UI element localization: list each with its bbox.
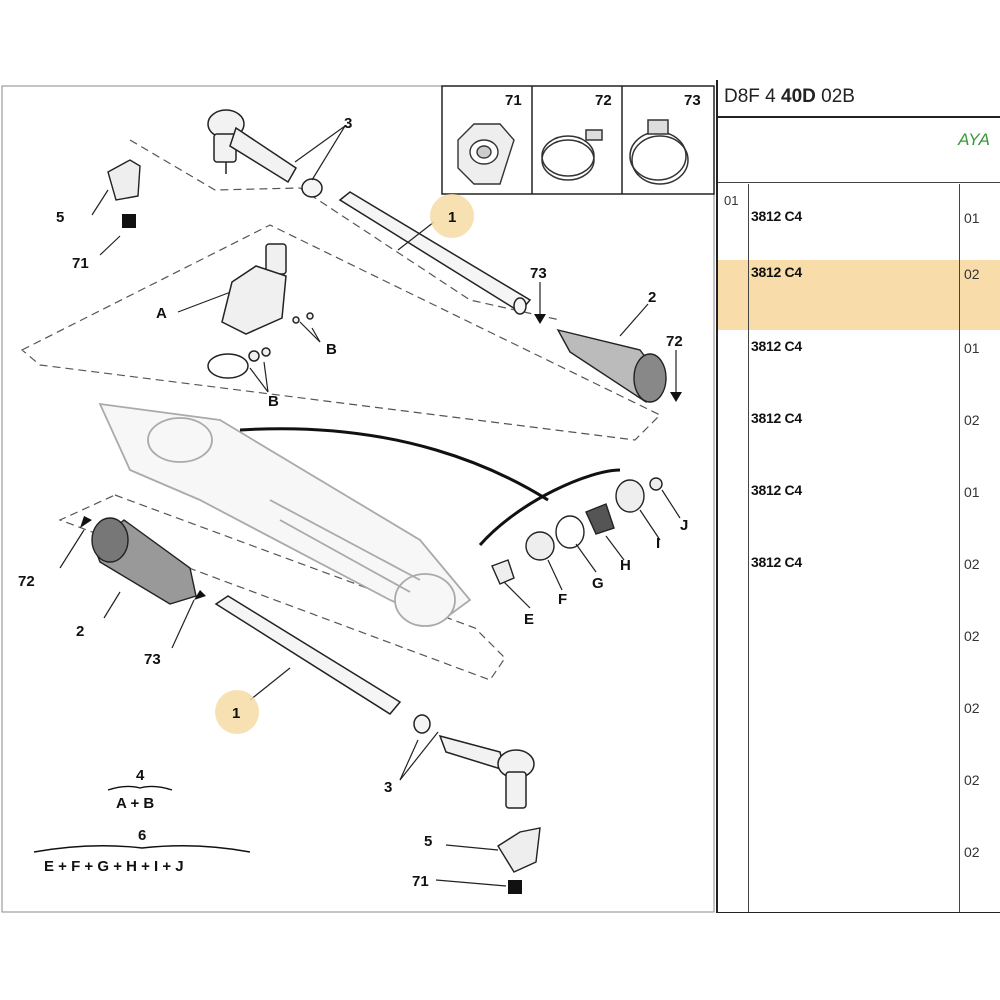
part-quantity: 02 (964, 412, 980, 428)
rack-yoke-parts (491, 477, 663, 585)
formula-6-number: 6 (138, 827, 146, 844)
diagram-code: D8F 4 40D 02B (724, 86, 855, 108)
arrowheads (80, 314, 682, 600)
part-quantity: 02 (964, 556, 980, 572)
table-row-selected[interactable]: 3812 C4 02 (718, 260, 1000, 330)
upper-inner-tie-rod (301, 178, 532, 315)
part-reference: 3812 C4 (751, 208, 802, 224)
part-quantity: 01 (964, 340, 980, 356)
steering-rack-housing (98, 402, 472, 627)
callout-B-upper: B (326, 341, 337, 358)
diagram-code-suffix: 02B (815, 86, 855, 107)
detail-pointer-curve-2 (478, 468, 621, 546)
callout-G: G (592, 575, 604, 592)
callout-I: I (656, 535, 660, 552)
table-row[interactable]: 02 (718, 838, 1000, 904)
callout-71-top: 71 (72, 255, 89, 272)
part-quantity: 02 (964, 266, 980, 282)
diagram-code-bold: 40D (781, 86, 816, 107)
panel-subheader (718, 118, 1000, 183)
legend-label-72: 72 (595, 92, 612, 109)
callout-72-bottom: 72 (18, 573, 35, 590)
callout-5-top: 5 (56, 209, 64, 226)
parts-reference-panel: D8F 4 40D 02B AYA 01 3812 C4 01 3812 C4 02… (716, 80, 1000, 913)
callout-5-bottom: 5 (424, 833, 432, 850)
callout-3-bottom: 3 (384, 779, 392, 796)
table-row[interactable]: 02 (718, 694, 1000, 760)
callout-B-lower: B (268, 393, 279, 410)
part-reference: 3812 C4 (751, 338, 802, 354)
callout-J: J (680, 517, 688, 534)
lower-inner-tie-rod (214, 595, 431, 734)
legend-box: 71 72 73 (441, 85, 715, 195)
panel-corner-number: 01 (724, 193, 739, 208)
table-row[interactable]: 3812 C4 02 (718, 406, 1000, 472)
part-reference: 3812 C4 (751, 410, 802, 426)
highlight-callout-1-bottom (215, 690, 259, 734)
upper-rubber-boot (556, 328, 667, 403)
square-marker-top (122, 214, 136, 228)
nut-icon (457, 123, 515, 185)
panel-column-divider-left (748, 184, 749, 912)
callout-A: A (156, 305, 167, 322)
panel-subheader-label: AYA (958, 130, 990, 149)
steering-rack-exploded-diagram: 71 72 73 (1, 85, 715, 913)
callout-1-top: 1 (448, 209, 456, 226)
part-reference: 3812 C4 (751, 482, 802, 498)
part-quantity: 01 (964, 484, 980, 500)
callout-73-bottom: 73 (144, 651, 161, 668)
callout-1-bottom: 1 (232, 705, 240, 722)
callout-72-top: 72 (666, 333, 683, 350)
legend-label-73: 73 (684, 92, 701, 109)
bracket-top-left (107, 159, 141, 201)
part-quantity: 02 (964, 628, 980, 644)
bracket-bottom (497, 827, 541, 873)
panel-column-divider-right (959, 184, 960, 912)
part-quantity: 02 (964, 700, 980, 716)
part-quantity: 01 (964, 210, 980, 226)
formula-6-expression: E + F + G + H + I + J (44, 858, 184, 875)
detail-pointer-curve (239, 427, 549, 502)
table-row[interactable]: 3812 C4 01 (718, 204, 1000, 270)
band-clip-icon (629, 119, 689, 185)
leader-lines (59, 125, 681, 887)
callout-71-bottom: 71 (412, 873, 429, 890)
callout-H: H (620, 557, 631, 574)
panel-header: D8F 4 40D 02B (718, 80, 1000, 118)
callout-F: F (558, 591, 567, 608)
part-quantity: 02 (964, 772, 980, 788)
part-reference: 3812 C4 (751, 264, 802, 280)
hose-clamp-icon (541, 129, 603, 181)
formula-6: 6 E + F + G + H + I + J (33, 827, 251, 875)
lower-tie-rod-end (438, 734, 535, 809)
callout-E: E (524, 611, 534, 628)
diagram-frame (1, 85, 715, 913)
highlight-callout-1-top (430, 194, 474, 238)
diagram-code-prefix: D8F 4 (724, 86, 782, 107)
lower-rubber-boot (91, 517, 197, 605)
formula-4: 4 A + B (107, 767, 173, 812)
callout-2-bottom: 2 (76, 623, 84, 640)
part-reference: 3812 C4 (751, 554, 802, 570)
upper-tie-rod-end (207, 109, 297, 184)
part-quantity: 02 (964, 844, 980, 860)
table-row[interactable]: 3812 C4 02 (718, 550, 1000, 616)
legend-label-71: 71 (505, 92, 522, 109)
callout-3-top: 3 (344, 115, 352, 132)
formula-4-number: 4 (136, 767, 145, 784)
callout-2-top: 2 (648, 289, 656, 306)
formula-4-expression: A + B (116, 795, 154, 812)
square-marker-bottom (508, 880, 522, 894)
table-row[interactable]: 3812 C4 01 (718, 334, 1000, 400)
pinion-housing (207, 243, 314, 379)
table-row[interactable]: 3812 C4 01 (718, 478, 1000, 544)
table-row[interactable]: 02 (718, 622, 1000, 688)
callout-73-top: 73 (530, 265, 547, 282)
table-row[interactable]: 02 (718, 766, 1000, 832)
